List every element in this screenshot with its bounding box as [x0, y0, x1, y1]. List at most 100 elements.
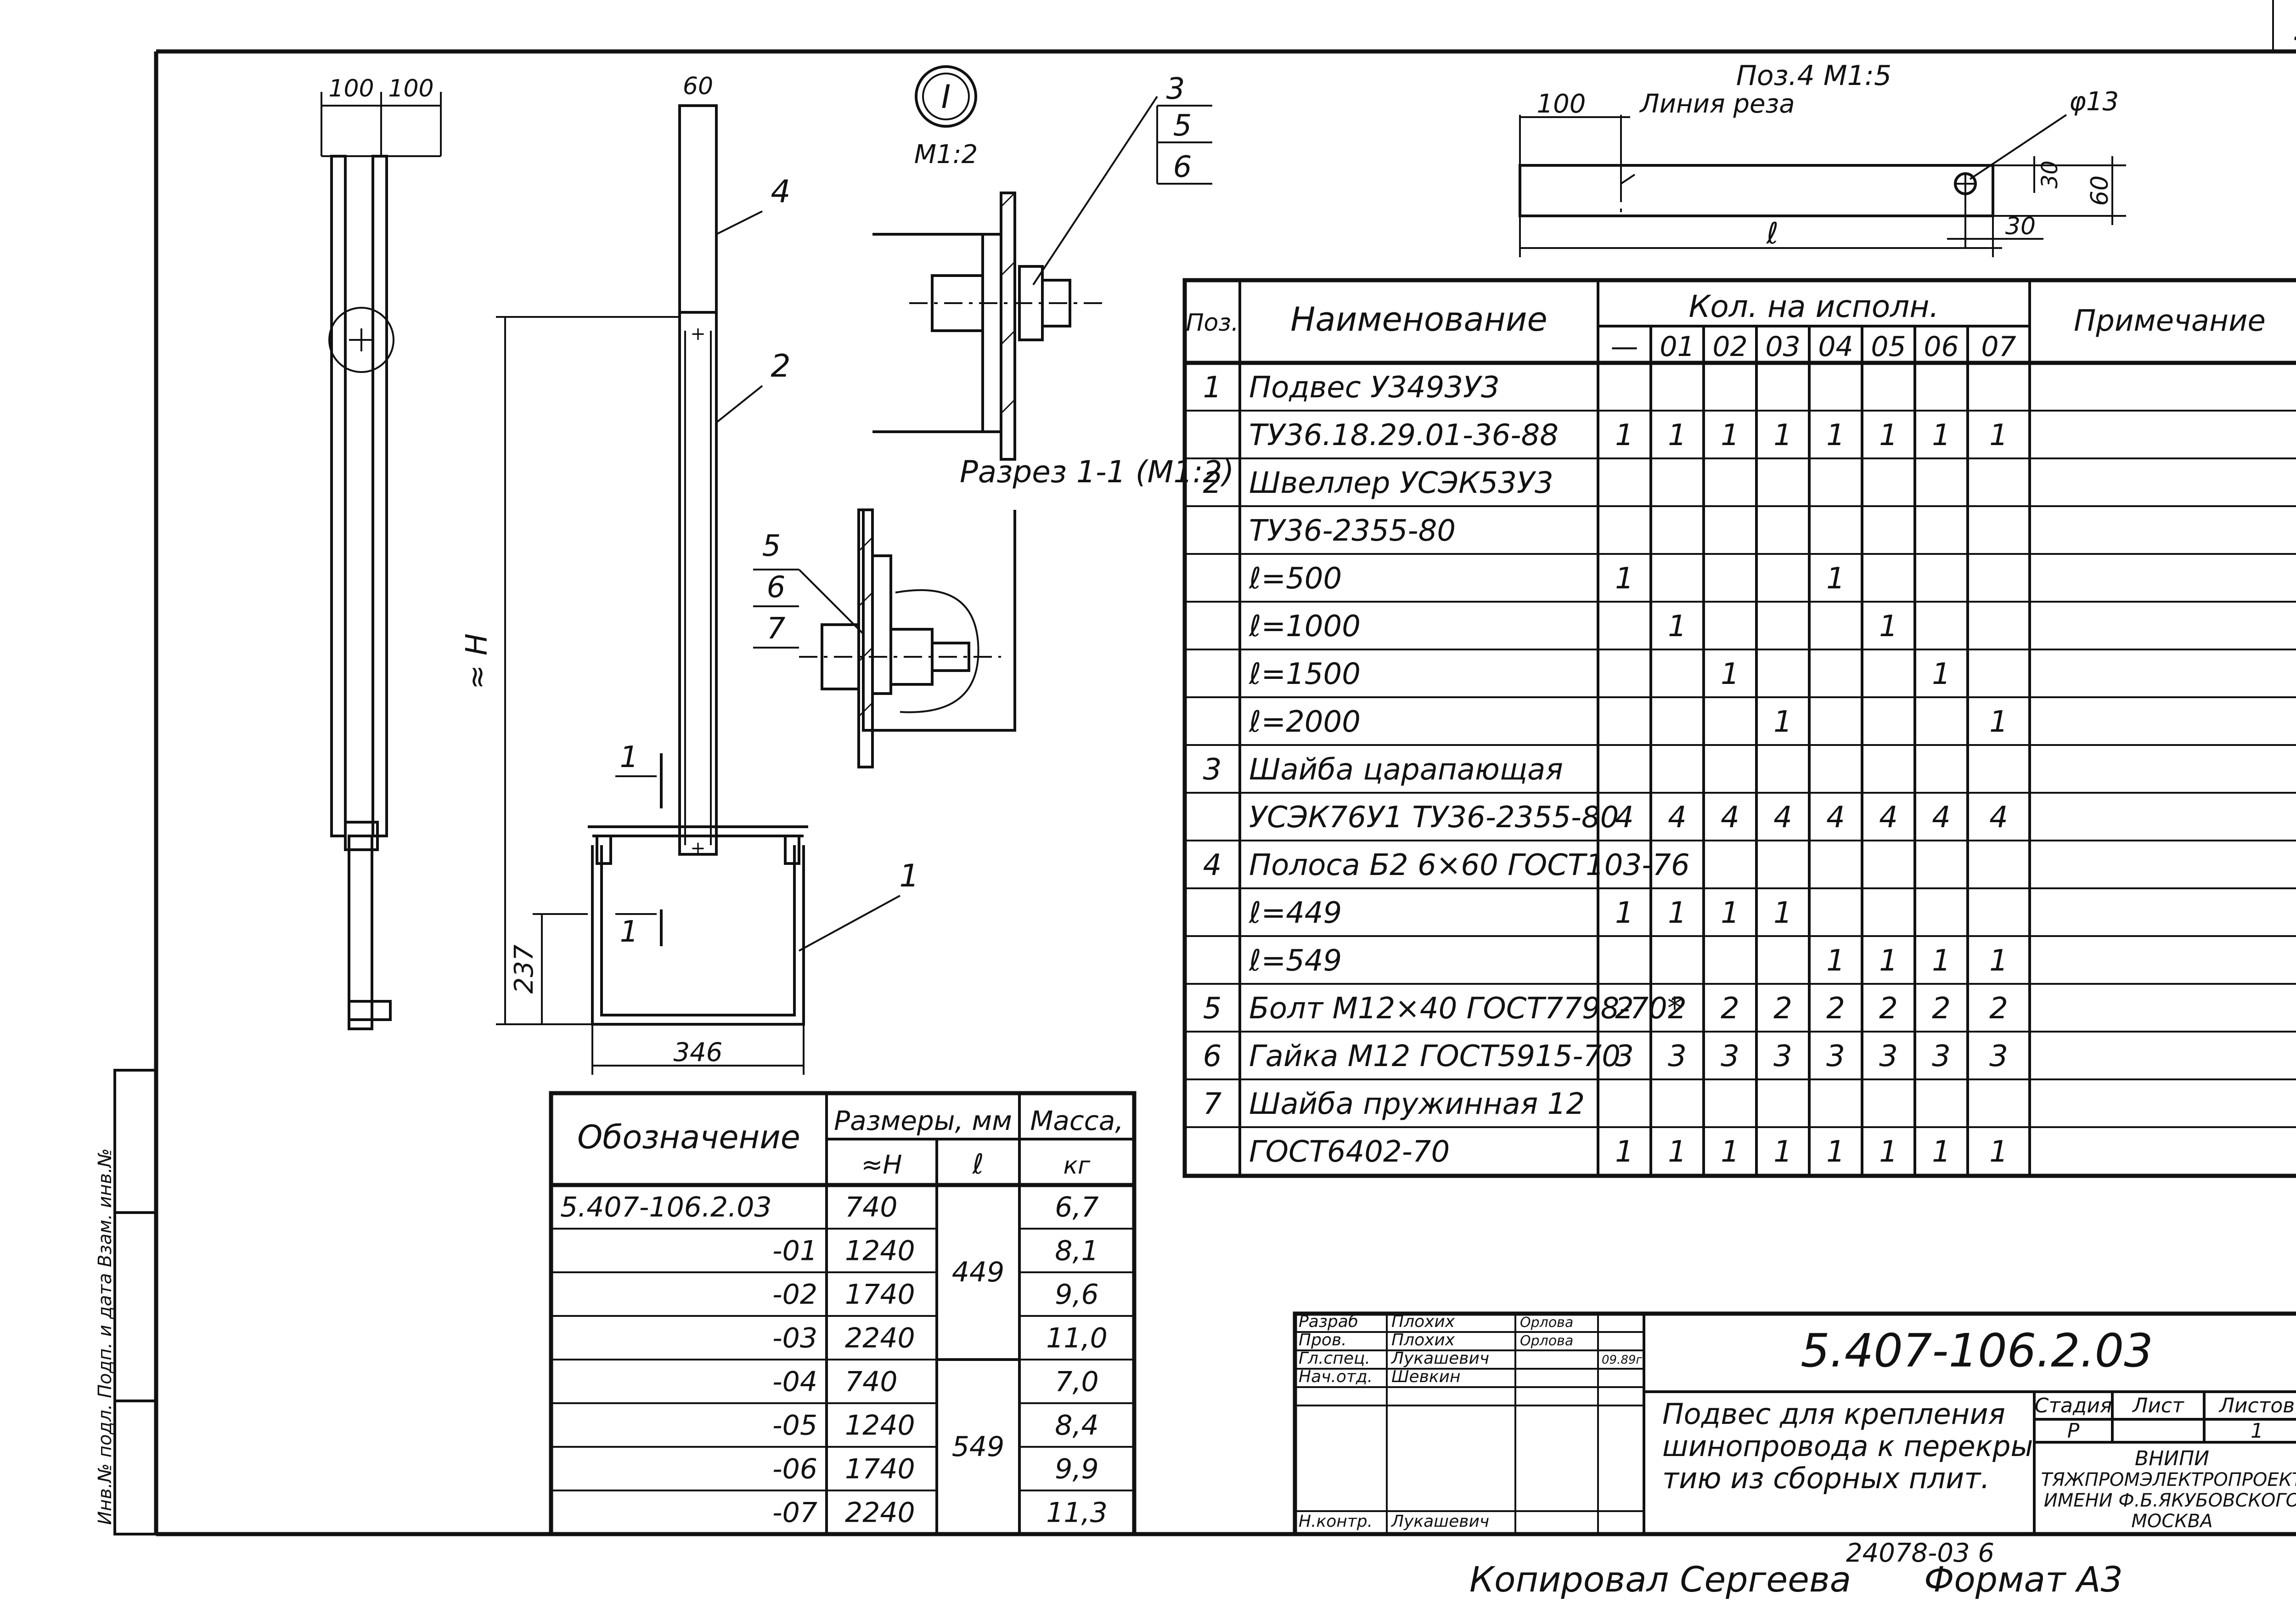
spec-row-qty: 1	[1773, 418, 1792, 452]
spec-row-pos: 6	[1203, 1039, 1222, 1073]
pos4-dim-100: 100	[1537, 89, 1586, 119]
dim-row-h: 1240	[845, 1235, 915, 1267]
org-line-1: ВНИПИ	[2135, 1447, 2209, 1470]
spec-variant-1: 01	[1660, 331, 1694, 363]
sheet-number: 5	[2294, 6, 2296, 49]
sheet-label: Лист	[2132, 1394, 2184, 1417]
dim-header-mass: Масса,	[1030, 1105, 1123, 1136]
spec-row-qty: 4	[1721, 801, 1739, 835]
spec-row-name: Шайба царапающая	[1249, 753, 1563, 787]
cut-mark-top: 1	[620, 740, 639, 774]
dim-row-designation: -03	[772, 1322, 817, 1354]
spec-row-pos: 3	[1203, 753, 1222, 787]
spec-row-name: ТУ36-2355-80	[1249, 514, 1456, 548]
spec-header-pos: Поз.	[1186, 309, 1238, 337]
spec-row-qty: 1	[1721, 418, 1739, 452]
spec-row-qty: 1	[1989, 705, 2008, 739]
spec-row-qty: 1	[1879, 418, 1898, 452]
spec-row-qty: 1	[1989, 1135, 2008, 1169]
spec-row-qty: 2	[1615, 992, 1634, 1026]
tb-name: Лукашевич	[1390, 1349, 1489, 1368]
spec-row-pos: 1	[1203, 371, 1222, 405]
spec-row-qty: 4	[1615, 801, 1634, 835]
section-mark: I	[941, 78, 951, 116]
spec-row-qty: 4	[1989, 801, 2008, 835]
dim-row-designation: -02	[772, 1278, 817, 1310]
spec-row-qty: 1	[1615, 1135, 1634, 1169]
spec-row-qty: 1	[1668, 896, 1687, 930]
detail-section	[799, 508, 1016, 768]
spec-row-name: Подвес У3493У3	[1249, 371, 1500, 405]
pos4-dim-30-h: 30	[2005, 213, 2036, 240]
spec-row-name: Гайка М12 ГОСТ5915-70	[1249, 1039, 1621, 1073]
dim-100-right: 100	[388, 75, 433, 102]
spec-row-pos: 2	[1203, 466, 1222, 500]
svg-text:+: +	[690, 838, 706, 859]
dim-table	[549, 1091, 1137, 1536]
callout-lines	[715, 210, 900, 952]
tb-role: Н.контр.	[1299, 1512, 1373, 1531]
dim-H-label: ≈ Н	[460, 633, 494, 689]
margin-text: Инв.№ подл. Подп. и дата Взам. инв.№	[95, 1148, 116, 1525]
dim-346-label: 346	[674, 1038, 723, 1067]
title-block	[1293, 1311, 2296, 1536]
callout-top-6: 6	[1173, 150, 1192, 184]
spec-row-name: ТУ36.18.29.01-36-88	[1249, 418, 1559, 452]
drawing-code: 5.407-106.2.03	[1801, 1324, 2153, 1377]
tb-date: 09.89г.	[1602, 1353, 1646, 1367]
spec-row-qty: 1	[1773, 705, 1792, 739]
spec-row-qty: 3	[1773, 1039, 1792, 1073]
tb-role: Разраб	[1299, 1312, 1358, 1331]
spec-row-qty: 4	[1773, 801, 1792, 835]
spec-row-name: ГОСТ6402-70	[1249, 1135, 1450, 1169]
dim-row-mass: 6,7	[1055, 1191, 1098, 1223]
title-line-3: тию из сборных плит.	[1662, 1462, 1990, 1495]
spec-row-qty: 4	[1668, 801, 1687, 835]
callout-top-5: 5	[1173, 109, 1192, 143]
spec-row-qty: 1	[1615, 896, 1634, 930]
spec-row-qty: 1	[1773, 1135, 1792, 1169]
tb-name: Шевкин	[1391, 1367, 1461, 1386]
margin-stamp: Инв.№ подл. Подп. и дата Взам. инв.№	[95, 1069, 158, 1535]
dim-row-mass: 11,3	[1046, 1496, 1108, 1529]
spec-row-pos: 4	[1203, 848, 1222, 882]
spec-variant-4: 04	[1818, 331, 1853, 363]
stage-value: Р	[2067, 1419, 2080, 1443]
pos4-dim-60: 60	[2086, 175, 2114, 206]
spec-row-qty: 1	[1826, 562, 1845, 596]
spec-row-qty: 4	[1932, 801, 1951, 835]
dim-row-h: 1240	[845, 1409, 915, 1441]
spec-variant-6: 06	[1924, 331, 1958, 363]
dim-l-group-449: 449	[952, 1256, 1005, 1288]
tb-name: Плохих	[1391, 1331, 1455, 1349]
tb-sign: Орлова	[1520, 1315, 1573, 1331]
callout-mid-5: 5	[762, 529, 781, 563]
spec-row-qty: 1	[1721, 1135, 1739, 1169]
spec-row-name: УСЭК76У1 ТУ36-2355-80	[1249, 801, 1619, 835]
org-line-3: ИМЕНИ Ф.Б.ЯКУБОВСКОГО	[2044, 1490, 2296, 1511]
sheets-label: Листов	[2218, 1394, 2295, 1417]
spec-row-qty: 3	[1668, 1039, 1687, 1073]
dim-row-mass: 8,1	[1055, 1235, 1098, 1267]
spec-variant-2: 02	[1712, 331, 1747, 363]
spec-row-qty: 1	[1615, 418, 1634, 452]
spec-row-name: ℓ=2000	[1249, 705, 1361, 739]
spec-row-qty: 1	[1989, 944, 2008, 978]
pos4-title: Поз.4 М1:5	[1736, 60, 1891, 92]
spec-row-qty: 1	[1721, 896, 1739, 930]
spec-row-qty: 2	[1826, 992, 1845, 1026]
spec-row-qty: 1	[1879, 610, 1898, 643]
callout-mid-6: 6	[767, 570, 786, 604]
svg-text:+: +	[690, 323, 706, 344]
spec-row-qty: 1	[1932, 1135, 1951, 1169]
stage-label: Стадия	[2035, 1394, 2112, 1417]
spec-row-qty: 1	[1773, 896, 1792, 930]
dim-row-designation: -06	[772, 1453, 817, 1485]
dim-60-strip: 60	[683, 73, 713, 100]
spec-row-qty: 3	[1932, 1039, 1951, 1073]
spec-header-qty: Кол. на исполн.	[1689, 289, 1939, 324]
title-line-2: шинопровода к перекры	[1662, 1429, 2033, 1463]
callout-top-3: 3	[1166, 72, 1185, 106]
detail-section-callout	[753, 569, 864, 649]
spec-row-name: Шайба пружинная 12	[1249, 1087, 1585, 1121]
